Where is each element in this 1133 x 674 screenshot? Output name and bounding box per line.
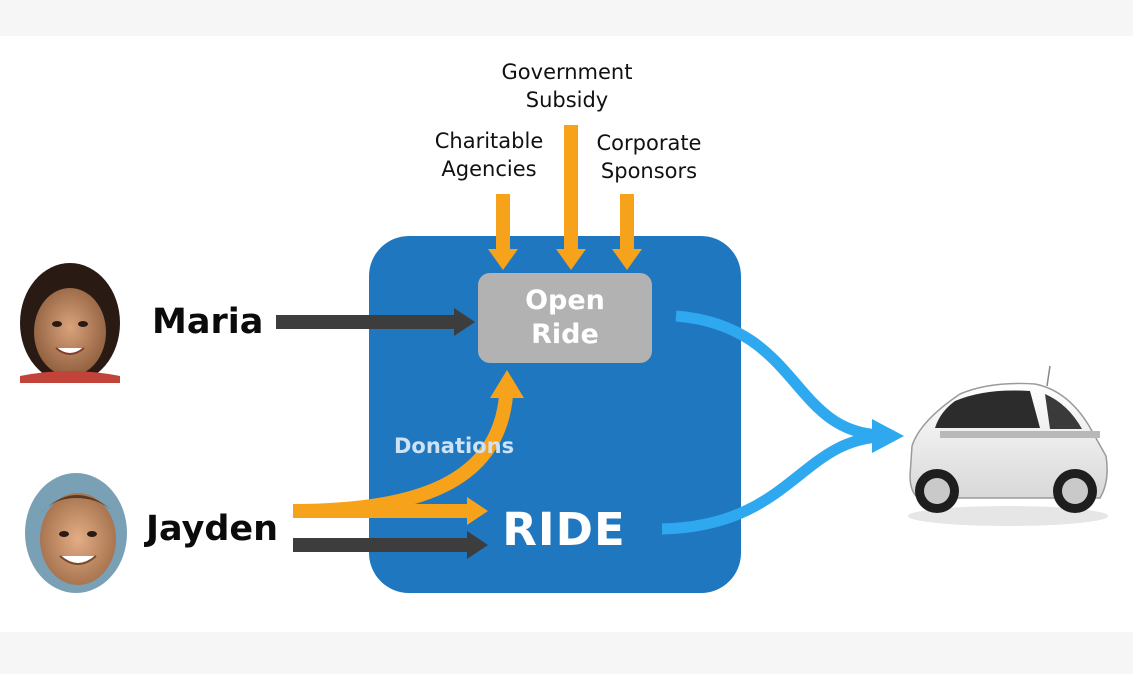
donations-label: Donations	[394, 434, 515, 458]
government-arrow	[556, 125, 586, 270]
donations-curve-arrow	[292, 370, 524, 518]
maria-arrow	[276, 308, 475, 336]
maria-avatar	[20, 263, 120, 383]
corporate-sponsors-label: Corporate Sponsors	[596, 131, 702, 183]
charitable-agencies-label: Charitable Agencies	[434, 129, 544, 181]
car-image	[908, 365, 1108, 526]
ride-to-car-arrows	[661, 310, 904, 535]
jayden-avatar	[25, 473, 127, 593]
funding-arrows	[488, 125, 642, 270]
corporate-arrow	[612, 194, 642, 270]
charitable-arrow	[488, 194, 518, 270]
jayden-name: Jayden	[146, 509, 279, 549]
ride-label: RIDE	[502, 503, 626, 556]
jayden-ride-arrow	[293, 531, 488, 559]
diagram-canvas: Government Subsidy Charitable Agencies C…	[0, 36, 1133, 632]
maria-name: Maria	[152, 302, 264, 342]
open-ride-box: Open Ride	[478, 273, 652, 363]
government-subsidy-label: Government Subsidy	[501, 60, 633, 112]
